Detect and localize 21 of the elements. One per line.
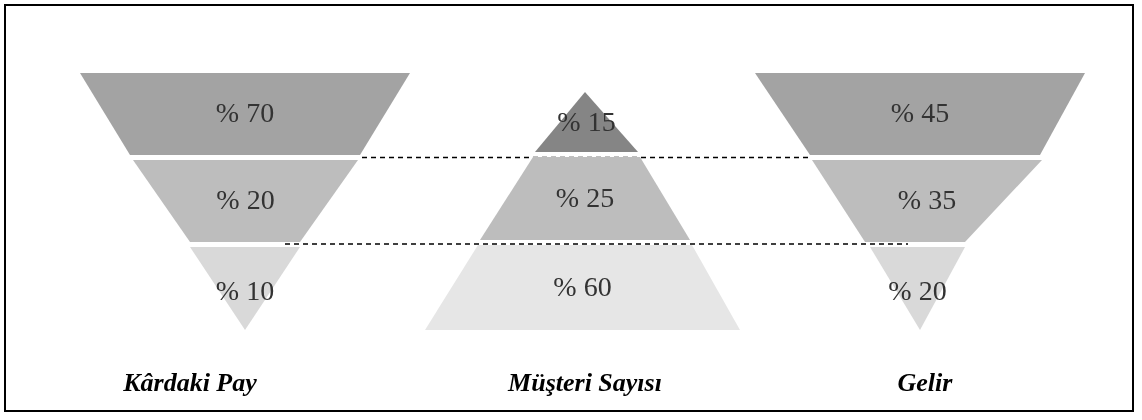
- percentage-label: % 15: [556, 106, 617, 138]
- percentage-label: % 70: [214, 97, 276, 129]
- funnel-caption: Gelir: [896, 368, 954, 398]
- funnel-segment: [812, 160, 1042, 242]
- percentage-label: % 10: [214, 275, 276, 307]
- funnel-segment: [425, 245, 740, 330]
- percentage-label: % 25: [554, 181, 616, 214]
- funnel-caption: Kârdaki Pay: [122, 368, 258, 398]
- percentage-label: % 45: [889, 97, 951, 129]
- funnel-caption: Müşteri Sayısı: [506, 368, 663, 398]
- percentage-label: % 60: [552, 270, 613, 303]
- funnel-segment: [755, 73, 1085, 155]
- funnel-segment: [480, 157, 690, 240]
- percentage-label: % 35: [896, 184, 958, 216]
- funnel-segment: [190, 247, 300, 330]
- percentage-label: % 20: [887, 275, 948, 307]
- percentage-label: % 20: [215, 184, 276, 216]
- funnel-segment: [870, 247, 965, 330]
- funnel-segment: [80, 73, 410, 155]
- funnel-segment: [133, 160, 358, 242]
- funnel-segment: [535, 92, 638, 152]
